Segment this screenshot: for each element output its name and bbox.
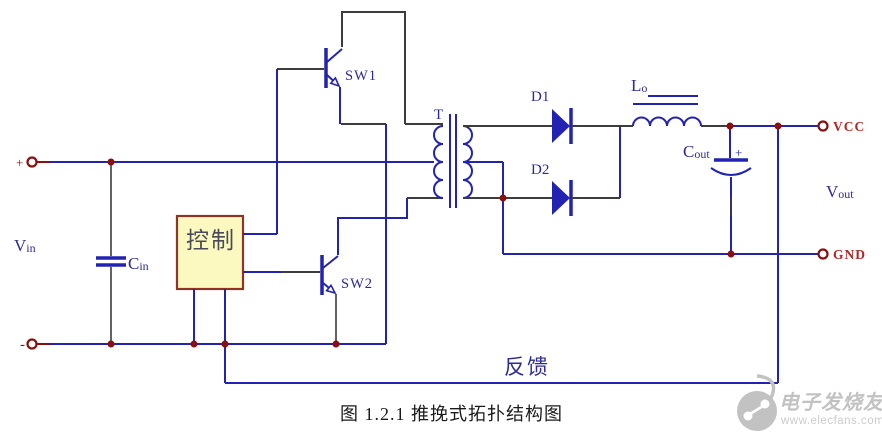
lo-winding [632, 116, 702, 127]
sw1-label: SW1 [345, 68, 377, 84]
sw2-emitter-arrow-icon [325, 283, 337, 295]
d1-triangle-icon [552, 109, 570, 143]
sw1-collector-diagonal [326, 48, 343, 63]
lo-label: Lo [631, 76, 647, 95]
vcc-label: VCC [833, 119, 865, 134]
minus-sign-label: - [20, 337, 25, 353]
junction-dot [726, 122, 734, 130]
control-box [175, 214, 245, 291]
negative-input-terminal [26, 338, 38, 350]
transformer-t: T [433, 107, 552, 254]
junction-dot [499, 194, 507, 202]
control-block: 控制 [175, 69, 281, 383]
feedback-path: 反馈 [225, 126, 779, 384]
junction-dot [190, 340, 198, 348]
feedback-label: 反馈 [504, 355, 550, 379]
watermark-logo-link [749, 404, 764, 416]
output-rail: VCC [727, 119, 865, 134]
junction-dots [107, 122, 782, 348]
gnd-terminal [817, 248, 829, 260]
junction-dot [221, 340, 229, 348]
watermark-name: 电子发烧友 [779, 391, 882, 414]
d1-label: D1 [531, 89, 549, 105]
junction-dot [727, 250, 735, 258]
junction-dot [107, 340, 115, 348]
junction-dot [774, 122, 782, 130]
cout-curved-plate [710, 167, 752, 176]
diode-d1: D1 [531, 89, 620, 144]
cout-polarity-plus: + [735, 145, 742, 160]
vout-label: Vout [826, 182, 854, 201]
transformer-primary-winding [433, 125, 444, 199]
sw1-emitter-arrow-icon [329, 76, 341, 88]
sw2-collector-loop [337, 198, 408, 255]
gnd-label: GND [833, 247, 866, 262]
control-box-label: 控制 [186, 228, 236, 253]
ground-rail: GND [503, 247, 866, 262]
vcc-terminal [817, 120, 829, 132]
plus-sign-label: + [16, 155, 23, 170]
watermark: 电子发烧友 www.elecfans.com [737, 374, 882, 431]
watermark-url: www.elecfans.com [780, 415, 882, 427]
diode-d2: D2 [531, 162, 620, 216]
junction-dot [332, 340, 340, 348]
sw2-label: SW2 [341, 276, 373, 292]
vin-label: Vin [14, 236, 36, 255]
cout-label: Cout [683, 142, 710, 161]
d2-triangle-icon [552, 181, 570, 215]
junction-dot [107, 158, 115, 166]
d2-label: D2 [531, 162, 549, 178]
cin-label: Cin [128, 254, 149, 273]
watermark-logo-tail [756, 374, 776, 399]
transistor-sw2: SW2 [281, 197, 443, 344]
capacitor-cin [96, 162, 126, 344]
positive-input-terminal [26, 156, 38, 168]
capacitor-cout: Cout + [683, 126, 752, 254]
sw1-collector-loop [341, 11, 406, 124]
figure-caption: 图 1.2.1 推挽式拓扑结构图 [340, 404, 563, 424]
inductor-lo: Lo [631, 76, 727, 127]
transformer-label: T [434, 107, 443, 123]
transistor-sw1: SW1 [277, 11, 443, 344]
sw2-collector-diagonal [322, 255, 339, 269]
